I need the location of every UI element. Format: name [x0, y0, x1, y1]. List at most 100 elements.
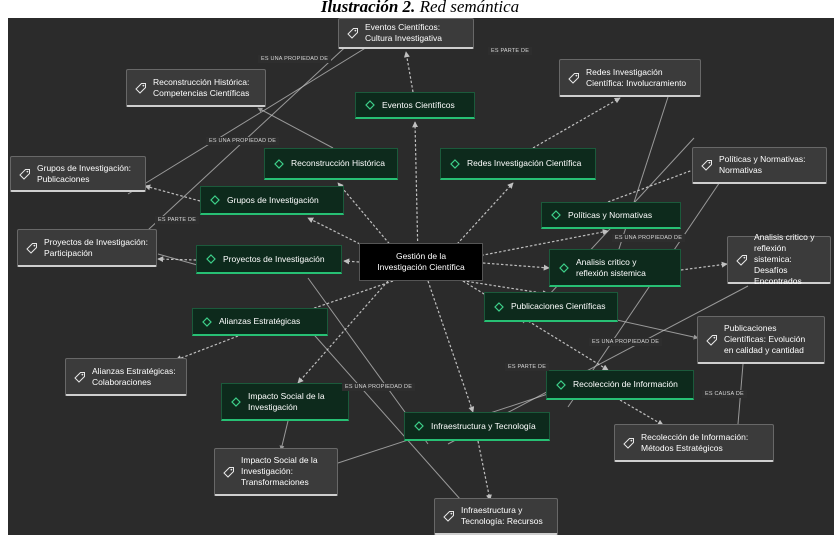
diamond-node-icon [555, 379, 567, 391]
concept-node-recoleccion[interactable]: Recolección de Información [546, 370, 694, 400]
connector-line [607, 167, 699, 203]
attribute-label: Políticas y Normativas: Normativas [719, 154, 806, 175]
connector-line [257, 107, 334, 149]
connector-line [467, 229, 609, 259]
tag-icon [135, 82, 147, 94]
connector-line [127, 27, 399, 195]
concept-node-impacto[interactable]: Impacto Social de la Investigación [221, 383, 349, 421]
attribute-label: Proyectos de Investigación: Participació… [44, 236, 148, 258]
attribute-label: Grupos de Investigación: Publicaciones [37, 162, 132, 184]
relation-label: ES UNA PROPIEDAD DE [589, 338, 663, 346]
tag-icon [223, 466, 235, 478]
attribute-label: Reconstrucción Histórica: Competencias C… [153, 76, 250, 98]
connector-line [482, 262, 550, 271]
attribute-node-analisis[interactable]: Analisis critico y reflexión sistemica: … [727, 232, 831, 286]
concept-node-analisis[interactable]: Analisis critico y reflexión sistemica [549, 249, 681, 287]
tag-icon [19, 168, 31, 180]
relation-label: ES UNA PROPIEDAD DE [342, 383, 416, 391]
relation-label: ES UNA PROPIEDAD DE [612, 234, 686, 242]
attribute-node-politicas[interactable]: Políticas y Normativas: Normativas [692, 147, 827, 184]
diamond-node-icon [364, 99, 376, 111]
relation-label: ES PARTE DE [155, 216, 200, 224]
concept-label: Políticas y Normativas [568, 209, 653, 220]
connector-line [147, 25, 369, 231]
attribute-label: Redes Investigación Científica: Involucr… [586, 66, 687, 88]
concept-node-grupos[interactable]: Grupos de Investigación [200, 186, 344, 215]
caption-prefix: Ilustración 2. [320, 0, 416, 16]
connector-line [144, 184, 201, 202]
relation-label: ES PARTE DE [488, 47, 533, 55]
concept-node-publicaciones[interactable]: Publicaciones Científicas [484, 292, 618, 322]
concept-label: Impacto Social de la Investigación [248, 390, 325, 412]
concept-node-eventos[interactable]: Eventos Científicos [355, 92, 475, 119]
relation-label: ES UNA PROPIEDAD DE [206, 137, 280, 145]
attribute-label: Eventos Científicos: Cultura Investigati… [365, 22, 443, 43]
concept-label: Redes Investigación Científica [467, 158, 582, 168]
diamond-node-icon [201, 316, 213, 328]
attribute-node-infra[interactable]: Infraestructura y Tecnología: Recursos [434, 498, 558, 535]
connector-line [279, 420, 289, 451]
concept-node-reconstruccion[interactable]: Reconstrucción Histórica [264, 148, 398, 180]
figure-caption: Ilustración 2. Red semántica [0, 0, 840, 18]
concept-label: Alianzas Estratégicas [219, 316, 301, 326]
concept-label: Proyectos de Investigación [223, 253, 325, 264]
diamond-node-icon [230, 396, 242, 408]
tag-icon [74, 371, 86, 383]
connector-line [567, 172, 727, 408]
connector-line [477, 440, 492, 501]
diamond-node-icon [550, 209, 562, 221]
concept-node-politicas[interactable]: Políticas y Normativas [541, 202, 681, 229]
caption-suffix: Red semántica [415, 0, 520, 16]
concept-node-redes[interactable]: Redes Investigación Científica [440, 148, 596, 180]
connector-line [297, 280, 389, 384]
semantic-network-canvas[interactable]: Gestión de la Investigación Científica E… [8, 18, 834, 535]
connector-line [427, 280, 475, 413]
diamond-node-icon [413, 420, 425, 432]
attribute-node-eventos[interactable]: Eventos Científicos: Cultura Investigati… [338, 18, 474, 49]
attribute-node-alianzas[interactable]: Alianzas Estratégicas: Colaboraciones [65, 358, 187, 396]
attribute-label: Impacto Social de la Investigación: Tran… [241, 455, 318, 487]
concept-node-infra[interactable]: Infraestructura y Tecnología [404, 412, 550, 441]
tag-icon [443, 510, 455, 522]
attribute-node-impacto[interactable]: Impacto Social de la Investigación: Tran… [214, 448, 338, 496]
connector-line [307, 327, 469, 509]
tag-icon [568, 72, 580, 84]
connector-line [403, 51, 414, 93]
connector-line [457, 279, 549, 297]
connector-line [412, 121, 419, 260]
relation-label: ES UNA PROPIEDAD DE [258, 55, 332, 63]
tag-icon [347, 27, 359, 39]
attribute-label: Infraestructura y Tecnología: Recursos [461, 505, 543, 526]
diamond-node-icon [449, 158, 461, 170]
attribute-node-reconstruccion[interactable]: Reconstrucción Histórica: Competencias C… [126, 69, 266, 107]
connector-line [343, 258, 360, 265]
connector-line [175, 335, 239, 361]
concept-label: Analisis critico y reflexión sistemica [576, 256, 646, 278]
diamond-node-icon [273, 158, 285, 170]
diamond-node-icon [493, 301, 505, 313]
attribute-node-redes[interactable]: Redes Investigación Científica: Involucr… [559, 59, 701, 97]
concept-label: Publicaciones Científicas [511, 301, 606, 311]
center-node[interactable]: Gestión de la Investigación Científica [359, 243, 483, 281]
center-node-label: Gestión de la Investigación Científica [377, 251, 465, 272]
diamond-node-icon [558, 262, 570, 274]
diamond-node-icon [205, 253, 217, 265]
connector-line [680, 261, 728, 271]
tag-icon [26, 242, 38, 254]
tag-icon [706, 334, 718, 346]
concept-node-alianzas[interactable]: Alianzas Estratégicas [192, 308, 328, 336]
attribute-node-publicaciones[interactable]: Publicaciones Científicas: Evolución en … [697, 316, 825, 364]
concept-node-proyectos[interactable]: Proyectos de Investigación [196, 245, 342, 274]
concept-label: Recolección de Información [573, 379, 678, 389]
attribute-node-grupos[interactable]: Grupos de Investigación: Publicaciones [10, 156, 146, 192]
attribute-node-proyectos[interactable]: Proyectos de Investigación: Participació… [17, 229, 157, 267]
concept-label: Grupos de Investigación [227, 194, 319, 205]
relation-label: ES CAUSA DE [702, 390, 747, 398]
concept-label: Eventos Científicos [382, 99, 455, 110]
attribute-label: Publicaciones Científicas: Evolución en … [724, 323, 806, 355]
relation-label: ES PARTE DE [505, 363, 550, 371]
attribute-node-recoleccion[interactable]: Recolección de Información: Métodos Estr… [614, 424, 774, 462]
tag-icon [736, 254, 748, 266]
concept-label: Reconstrucción Histórica [291, 158, 386, 168]
connector-line [337, 182, 399, 255]
